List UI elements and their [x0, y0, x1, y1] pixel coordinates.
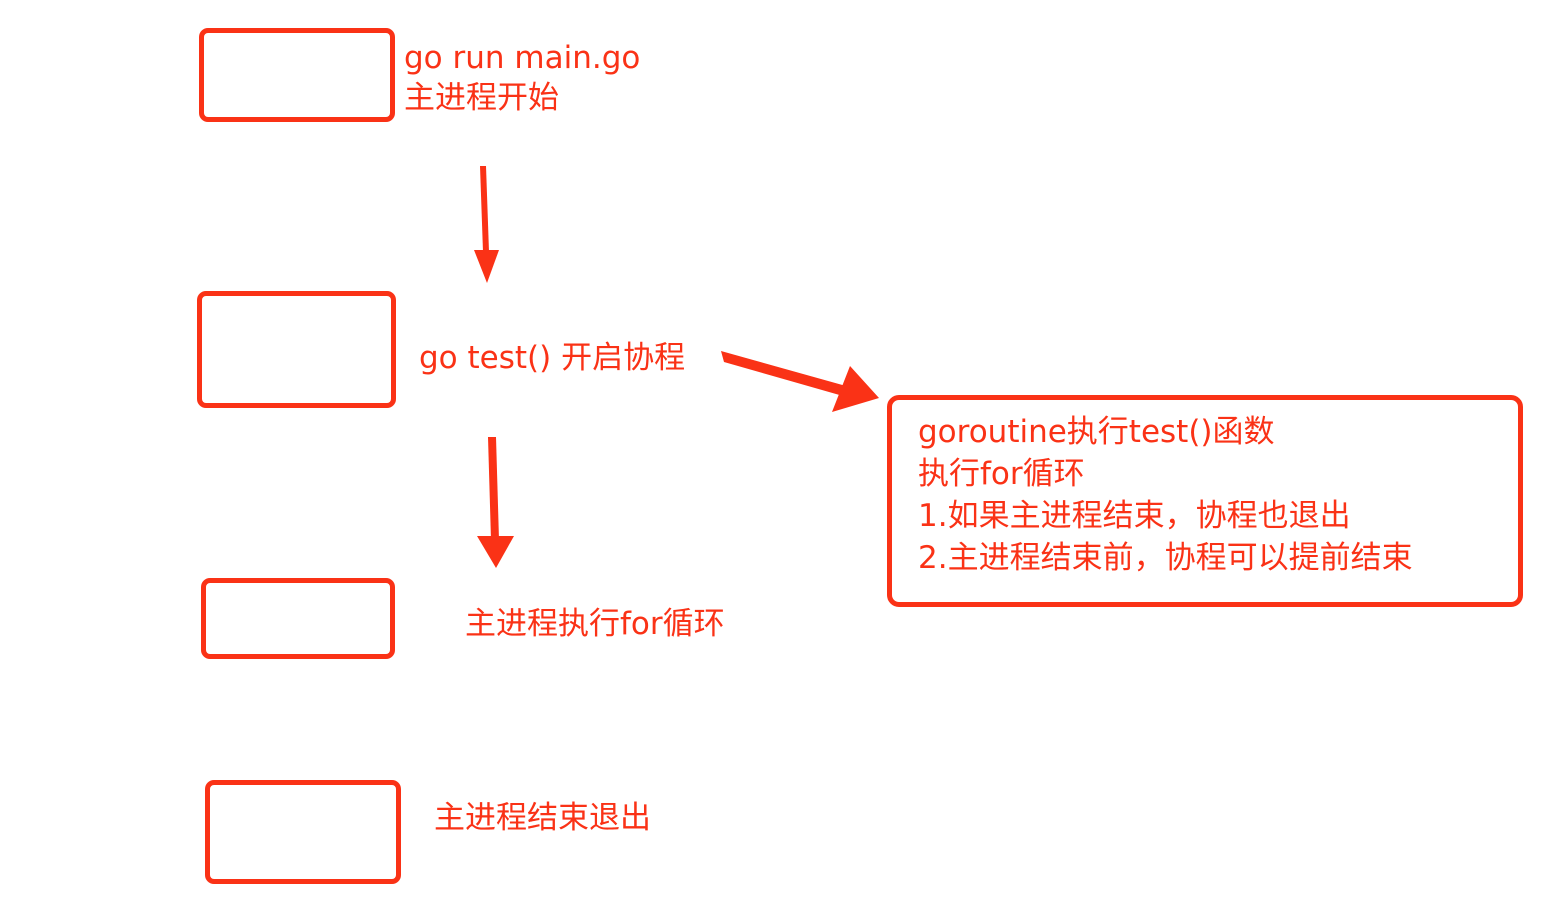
step-label-start: go run main.go 主进程开始: [404, 38, 640, 118]
step-label-main-exit: 主进程结束退出: [434, 798, 651, 838]
goroutine-line-1: goroutine执行test()函数: [918, 414, 1275, 450]
step-label-start-line-2: 主进程开始: [404, 80, 559, 116]
step-box-main-loop: [201, 578, 395, 659]
step-box-go-test: [197, 291, 396, 408]
arrow-start-to-go-test-head: [474, 250, 499, 283]
goroutine-line-4: 2.主进程结束前，协程可以提前结束: [918, 540, 1413, 576]
arrow-go-test-to-main-loop-shaft: [488, 437, 499, 540]
goroutine-line-2: 执行for循环: [918, 456, 1085, 492]
step-label-go-test: go test() 开启协程: [419, 338, 685, 378]
step-label-main-loop-line-1: 主进程执行for循环: [465, 606, 725, 642]
goroutine-description: goroutine执行test()函数 执行for循环 1.如果主进程结束，协程…: [918, 411, 1413, 579]
step-box-start: [199, 28, 395, 122]
goroutine-line-3: 1.如果主进程结束，协程也退出: [918, 498, 1351, 534]
step-label-go-test-line-1: go test() 开启协程: [419, 340, 686, 376]
arrow-go-test-to-main-loop-head: [477, 536, 514, 568]
step-label-start-line-1: go run main.go: [404, 40, 641, 76]
arrow-go-test-to-goroutine-head: [832, 366, 879, 412]
arrow-go-test-to-goroutine: [721, 351, 879, 412]
goroutine-box: [887, 395, 1523, 607]
arrow-start-to-go-test: [474, 166, 499, 283]
step-label-main-loop: 主进程执行for循环: [465, 604, 725, 644]
step-box-main-exit: [205, 780, 401, 884]
arrow-go-test-to-main-loop: [477, 437, 514, 568]
arrow-start-to-go-test-shaft: [480, 166, 489, 252]
step-label-main-exit-line-1: 主进程结束退出: [434, 800, 651, 836]
arrow-go-test-to-goroutine-shaft: [721, 351, 846, 396]
